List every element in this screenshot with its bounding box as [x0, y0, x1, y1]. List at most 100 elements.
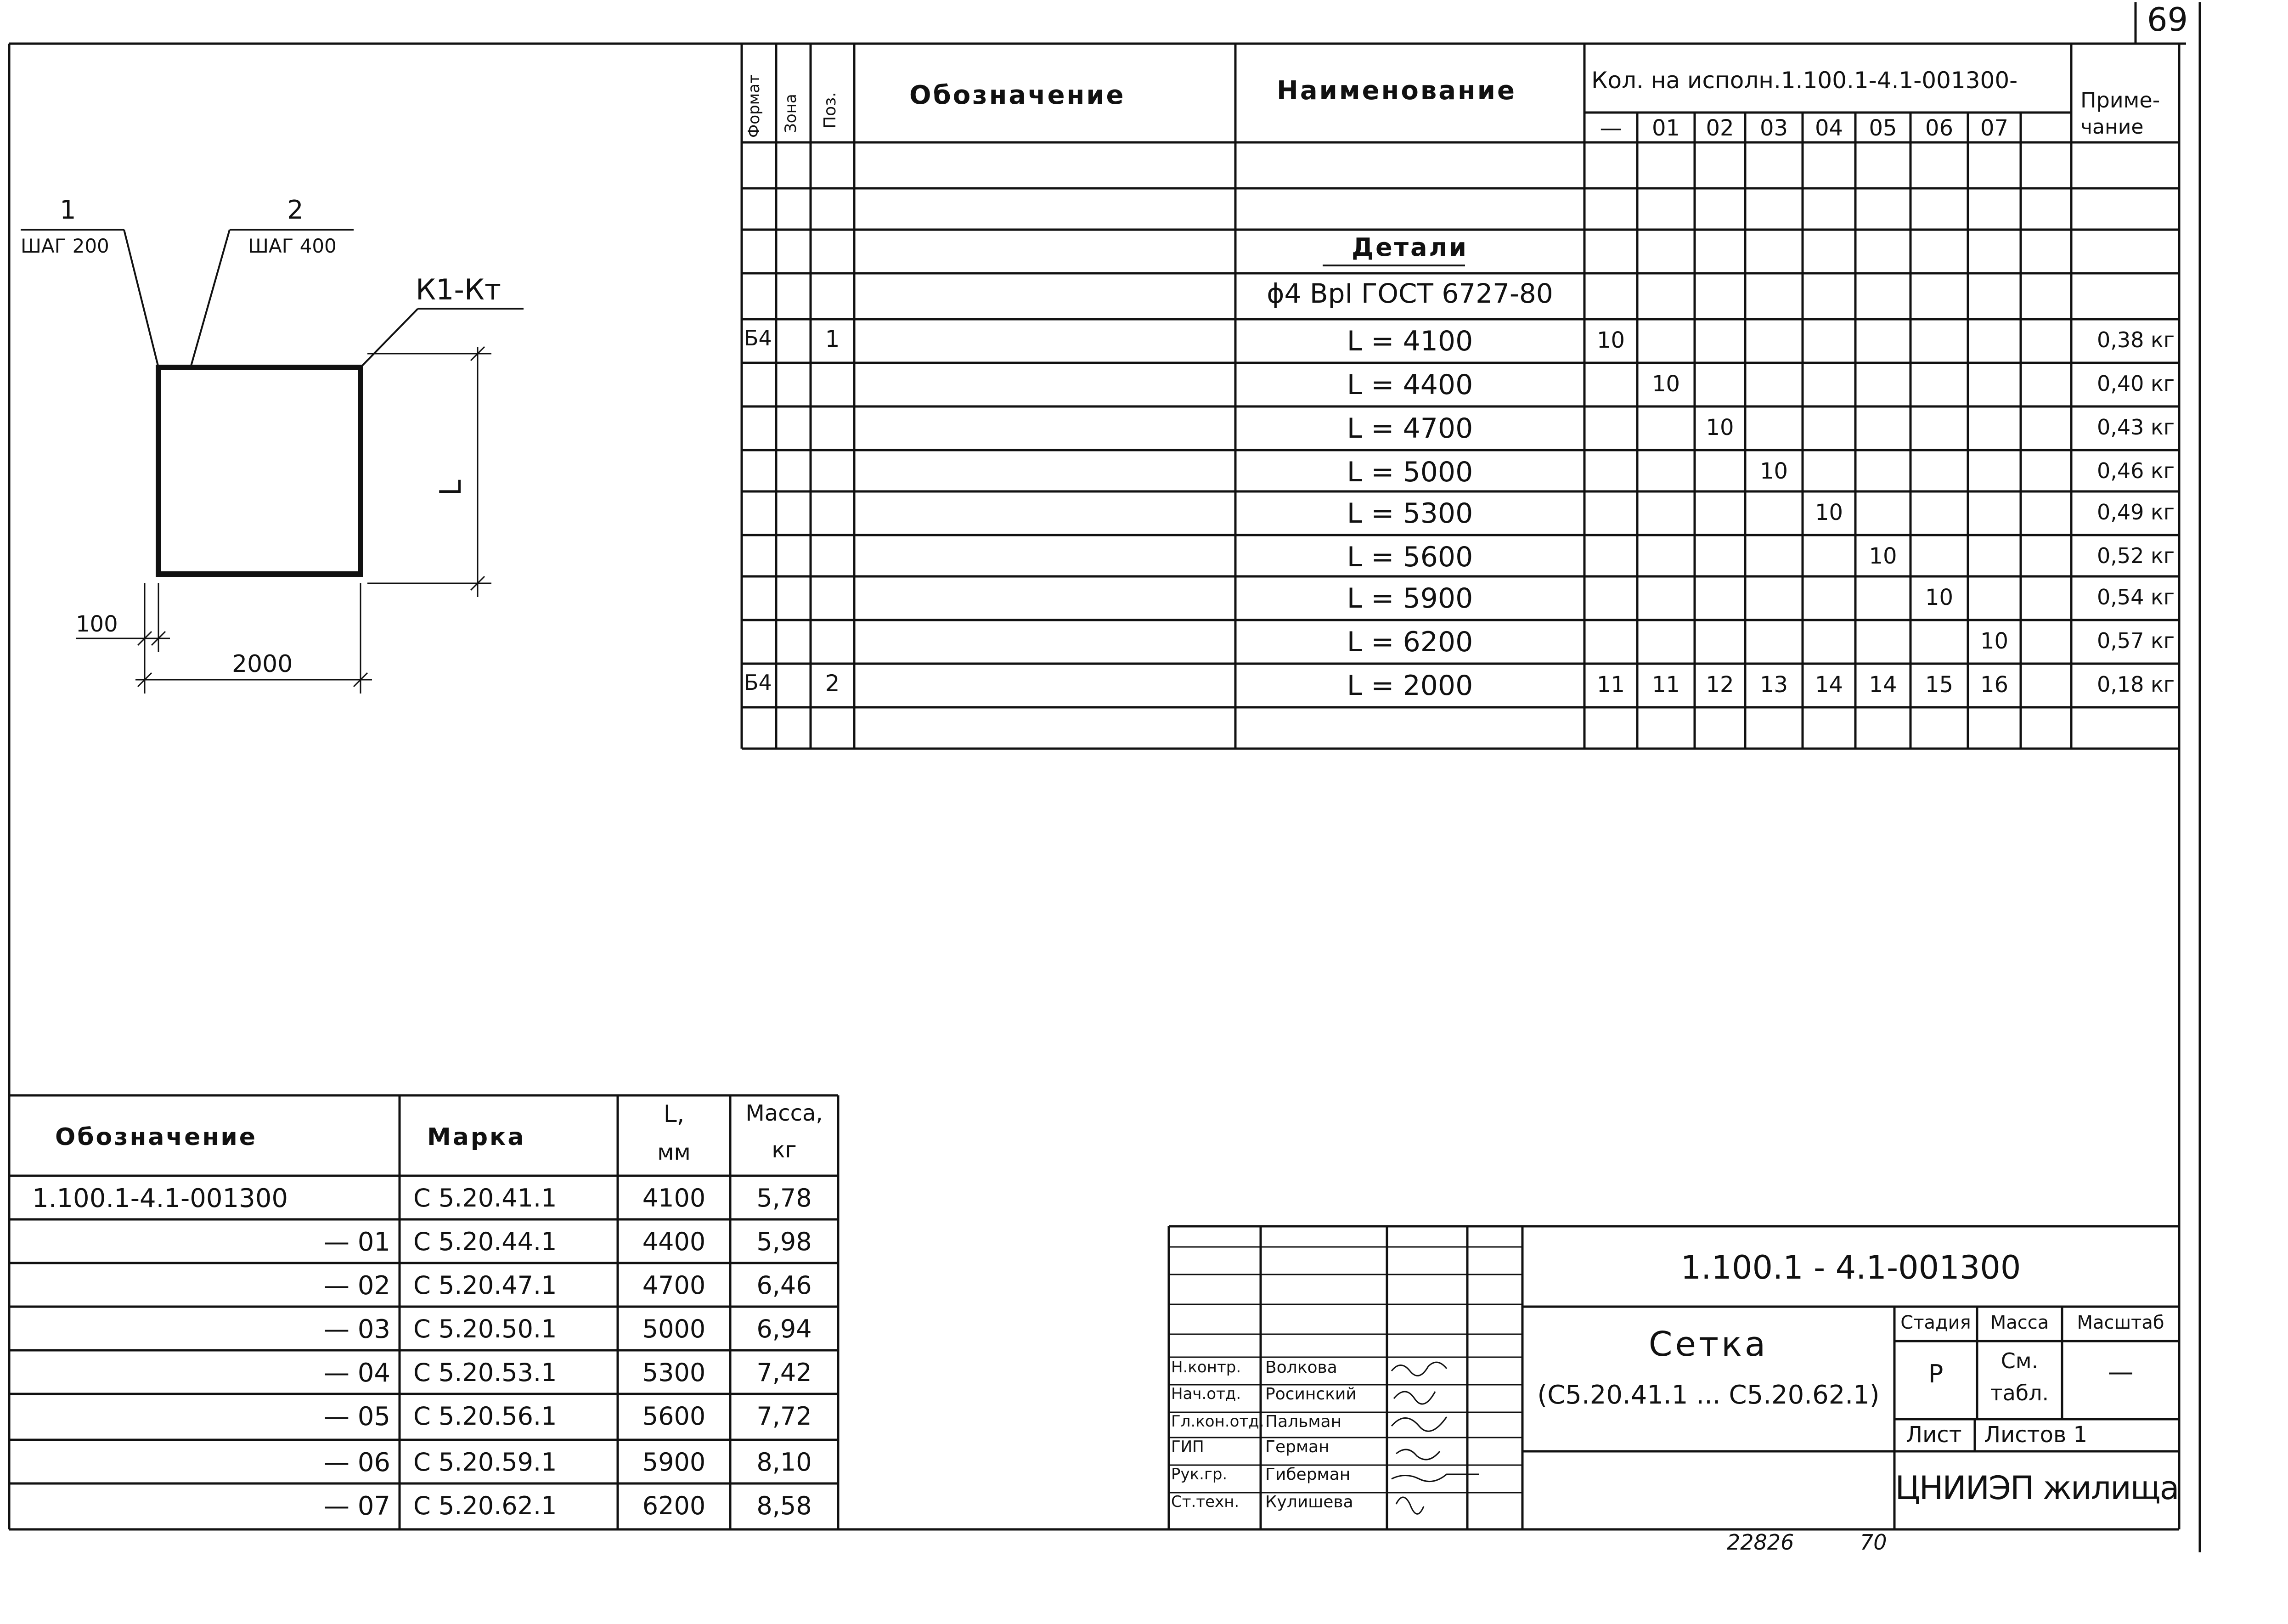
mark-row-mass: 7,42: [756, 1358, 812, 1387]
spec-row-name: L = 6200: [1347, 626, 1473, 658]
mark-row-designation: — 02: [323, 1271, 390, 1301]
mark-row-mass: 5,98: [756, 1227, 812, 1256]
mark-row-length: 5600: [642, 1402, 706, 1431]
organization: ЦНИИЭП жилища: [1895, 1469, 2179, 1507]
spec-row-name: L = 4100: [1347, 325, 1473, 357]
spec-row-pos: 1: [825, 326, 840, 352]
mass-value-1: См.: [2001, 1348, 2039, 1373]
spec-row-qty: 10: [1869, 543, 1897, 569]
doc-title: Сетка: [1648, 1325, 1769, 1364]
stage-label: Стадия: [1900, 1312, 1971, 1333]
mark-row-length: 4400: [642, 1227, 706, 1256]
mark-header-length-2: мм: [657, 1139, 691, 1165]
weld-label: К1-Кт: [416, 273, 501, 306]
spec-row-note: 0,54 кг: [2097, 585, 2175, 609]
mark-row-mark: С 5.20.47.1: [413, 1271, 557, 1300]
spec-row-qty: 10: [1706, 415, 1734, 440]
mark-header-mass-2: кг: [772, 1137, 797, 1163]
spec-row-format: Б4: [744, 670, 772, 695]
mass-label: Масса: [1990, 1312, 2049, 1333]
mark-row-mark: С 5.20.41.1: [413, 1184, 557, 1212]
mark-header-designation: Обозначение: [55, 1123, 258, 1151]
mark-row-mark: С 5.20.50.1: [413, 1314, 557, 1343]
signature-role: ГИП: [1171, 1438, 1204, 1456]
spec-row-pos: 2: [825, 670, 840, 697]
sheet-label: Лист: [1906, 1422, 1962, 1448]
doc-code: 1.100.1 - 4.1-001300: [1680, 1249, 2021, 1286]
spec-row-name: L = 5000: [1347, 456, 1473, 488]
mark-row-mark: С 5.20.62.1: [413, 1491, 557, 1520]
mark-row-mass: 8,10: [756, 1448, 812, 1477]
spec-row-qty: 14: [1869, 672, 1897, 698]
spec-header-zone: Зона: [782, 94, 800, 133]
spec-row-qty: 10: [1596, 327, 1625, 353]
spec-row-name: L = 5600: [1347, 541, 1473, 573]
mass-value-2: табл.: [1990, 1381, 2049, 1405]
signature-role: Рук.гр.: [1171, 1465, 1228, 1483]
spec-header-format: Формат: [745, 74, 763, 138]
variant-col-header: 07: [1980, 115, 2009, 141]
spec-row-note: 0,52 кг: [2097, 543, 2175, 568]
sheets-label: Листов 1: [1984, 1422, 2088, 1448]
spec-row-qty: 10: [1651, 371, 1680, 397]
dim-100: 100: [76, 611, 118, 637]
mark-row-mass: 5,78: [756, 1184, 812, 1212]
spec-row-note: 0,43 кг: [2097, 415, 2175, 440]
signature-name: Пальман: [1265, 1412, 1342, 1431]
signature-name: Волкова: [1265, 1358, 1337, 1377]
stage-value: Р: [1928, 1359, 1944, 1388]
callout-2-step: ШАГ 400: [248, 235, 337, 257]
spec-row-name: L = 5300: [1347, 497, 1473, 530]
sheet-number: 69: [2147, 1, 2188, 39]
callout-1-step: ШАГ 200: [21, 235, 109, 257]
dim-L: L: [434, 479, 468, 496]
spec-header-pos: Поз.: [821, 92, 840, 129]
variant-col-header: 06: [1925, 115, 1954, 141]
spec-row-note: 0,57 кг: [2097, 628, 2175, 653]
signature-name: Герман: [1265, 1438, 1330, 1456]
mark-row-mass: 7,72: [756, 1402, 812, 1431]
variant-col-header: 02: [1706, 115, 1734, 141]
signature-role: Н.контр.: [1171, 1358, 1241, 1376]
mark-row-designation: — 07: [323, 1491, 390, 1521]
mark-header-length-1: L,: [663, 1100, 685, 1128]
signature-name: Гиберман: [1265, 1465, 1351, 1484]
spec-header-note-1: Приме-: [2080, 88, 2160, 113]
mark-row-mass: 6,46: [756, 1271, 812, 1300]
mark-row-mark: С 5.20.56.1: [413, 1402, 557, 1431]
spec-row-qty: 10: [1815, 500, 1843, 525]
dim-2000: 2000: [232, 650, 293, 678]
spec-material: ϕ4 ВрI ГОСТ 6727-80: [1267, 278, 1553, 309]
scale-label: Масштаб: [2077, 1312, 2164, 1333]
callout-1-number: 1: [60, 195, 76, 225]
spec-section-title: Детали: [1352, 233, 1468, 262]
spec-row-name: L = 5900: [1347, 582, 1473, 615]
mark-row-designation: — 04: [323, 1358, 390, 1388]
mark-row-mark: С 5.20.44.1: [413, 1227, 557, 1256]
spec-header-qty: Кол. на исполн.1.100.1-4.1-001300-: [1591, 67, 2018, 94]
signature-name: Росинский: [1265, 1385, 1357, 1404]
spec-row-note: 0,46 кг: [2097, 458, 2175, 483]
callout-2-number: 2: [287, 195, 304, 225]
mark-row-designation: — 01: [323, 1227, 390, 1257]
mark-row-mark: С 5.20.59.1: [413, 1448, 557, 1477]
mark-row-mass: 8,58: [756, 1491, 812, 1520]
spec-row-qty: 13: [1759, 672, 1788, 698]
mark-header-mass-1: Масса,: [745, 1100, 823, 1126]
variant-col-header: 05: [1869, 115, 1897, 141]
scale-value: —: [2108, 1357, 2134, 1387]
bottom-note-2: 70: [1860, 1530, 1887, 1555]
variant-col-header: 03: [1759, 115, 1788, 141]
spec-row-name: L = 4400: [1347, 369, 1473, 401]
variant-col-header: 04: [1815, 115, 1843, 141]
mark-row-length: 5900: [642, 1448, 706, 1477]
spec-row-qty: 11: [1651, 672, 1680, 698]
signature-role: Гл.кон.отд.: [1171, 1412, 1264, 1431]
spec-header-designation: Обозначение: [909, 80, 1126, 110]
mark-row-designation: — 03: [323, 1314, 390, 1344]
signature-role: Ст.техн.: [1171, 1493, 1240, 1511]
spec-row-note: 0,18 кг: [2097, 672, 2175, 697]
bottom-note-1: 22826: [1727, 1530, 1794, 1555]
spec-row-qty: 15: [1925, 672, 1954, 698]
spec-row-qty: 12: [1706, 672, 1734, 698]
